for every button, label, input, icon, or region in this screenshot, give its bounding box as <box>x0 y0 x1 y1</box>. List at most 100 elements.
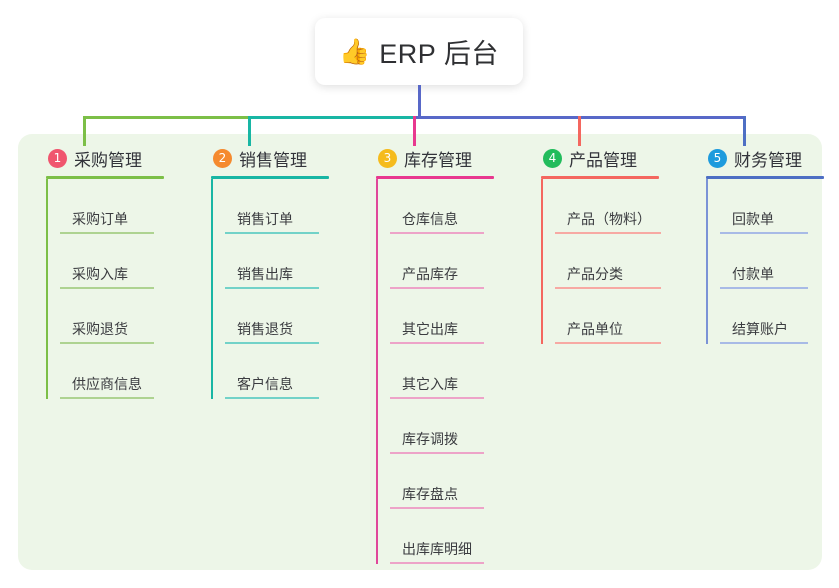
leaf-item-label: 库存调拨 <box>402 431 458 447</box>
root-node-label: ERP 后台 <box>379 39 499 69</box>
category-spine <box>46 179 48 399</box>
root-drop-line <box>418 85 421 119</box>
leaf-item-label: 出库库明细 <box>402 541 472 557</box>
category-number-badge: 5 <box>708 148 727 168</box>
category-column-4: 4 产品管理产品（物料） 产品分类产品单位 <box>541 146 661 344</box>
category-label: 采购管理 <box>74 150 142 170</box>
leaf-item[interactable]: 产品库存 <box>390 234 494 289</box>
category-items-5: 回款单付款单结算账户 <box>706 179 824 344</box>
leaf-item[interactable]: 出库库明细 <box>390 509 494 564</box>
leaf-item-label: 销售出库 <box>237 266 293 282</box>
leaf-item[interactable]: 供应商信息 <box>60 344 164 399</box>
leaf-item-underline <box>60 232 154 234</box>
category-column-1: 1 采购管理采购订单采购入库采购退货供应商信息 <box>46 146 164 399</box>
category-items-3: 仓库信息产品库存其它出库其它入库库存调拨库存盘点出库库明细 <box>376 179 494 564</box>
category-label: 销售管理 <box>239 150 307 170</box>
leaf-item-label: 采购入库 <box>72 266 128 282</box>
leaf-item[interactable]: 其它入库 <box>390 344 494 399</box>
category-drop-line-4 <box>578 116 581 146</box>
category-underline <box>541 176 659 179</box>
category-header-5[interactable]: 5 财务管理 <box>706 146 824 170</box>
leaf-item-underline <box>720 232 808 234</box>
leaf-item-label: 付款单 <box>732 266 774 282</box>
category-column-5: 5 财务管理回款单付款单结算账户 <box>706 146 824 344</box>
leaf-item[interactable]: 客户信息 <box>225 344 329 399</box>
leaf-item[interactable]: 其它出库 <box>390 289 494 344</box>
category-label: 财务管理 <box>734 150 802 170</box>
category-spine <box>541 179 543 344</box>
category-header-1[interactable]: 1 采购管理 <box>46 146 164 170</box>
leaf-item-underline <box>390 507 484 509</box>
category-underline <box>706 176 824 179</box>
leaf-item-underline <box>60 342 154 344</box>
bus-segment-1 <box>83 116 251 119</box>
leaf-item-label: 销售退货 <box>237 321 293 337</box>
category-number-badge: 4 <box>543 148 562 168</box>
category-spine <box>211 179 213 399</box>
leaf-item[interactable]: 产品（物料） <box>555 179 661 234</box>
category-drop-line-1 <box>83 116 86 146</box>
leaf-item-underline <box>720 287 808 289</box>
leaf-item-underline <box>60 397 154 399</box>
leaf-item-label: 产品库存 <box>402 266 458 282</box>
category-header-3[interactable]: 3 库存管理 <box>376 146 494 170</box>
diagram-background-panel <box>18 134 822 570</box>
leaf-item[interactable]: 采购订单 <box>60 179 164 234</box>
leaf-item[interactable]: 产品单位 <box>555 289 661 344</box>
leaf-item[interactable]: 库存盘点 <box>390 454 494 509</box>
leaf-item[interactable]: 产品分类 <box>555 234 661 289</box>
category-label: 库存管理 <box>404 150 472 170</box>
leaf-item[interactable]: 采购入库 <box>60 234 164 289</box>
leaf-item-underline <box>390 397 484 399</box>
leaf-item-label: 采购订单 <box>72 211 128 227</box>
leaf-item[interactable]: 销售订单 <box>225 179 329 234</box>
leaf-item-underline <box>225 342 319 344</box>
category-drop-line-2 <box>248 116 251 146</box>
leaf-item-underline <box>225 287 319 289</box>
leaf-item[interactable]: 库存调拨 <box>390 399 494 454</box>
leaf-item-label: 仓库信息 <box>402 211 458 227</box>
category-items-4: 产品（物料） 产品分类产品单位 <box>541 179 661 344</box>
leaf-item-underline <box>390 562 484 564</box>
leaf-item-underline <box>390 342 484 344</box>
leaf-item-underline <box>60 287 154 289</box>
leaf-item[interactable]: 采购退货 <box>60 289 164 344</box>
category-spine <box>706 179 708 344</box>
leaf-item-label: 采购退货 <box>72 321 128 337</box>
leaf-item-label: 产品单位 <box>567 321 623 337</box>
leaf-item-label: 回款单 <box>732 211 774 227</box>
leaf-item-label: 供应商信息 <box>72 376 142 392</box>
leaf-item[interactable]: 付款单 <box>720 234 824 289</box>
leaf-item-label: 客户信息 <box>237 376 293 392</box>
category-number-badge: 2 <box>213 148 232 168</box>
category-items-2: 销售订单销售出库销售退货客户信息 <box>211 179 329 399</box>
leaf-item[interactable]: 销售出库 <box>225 234 329 289</box>
category-number-badge: 1 <box>48 148 67 168</box>
leaf-item[interactable]: 回款单 <box>720 179 824 234</box>
leaf-item-label: 结算账户 <box>732 321 788 337</box>
category-drop-line-3 <box>413 116 416 146</box>
category-label: 产品管理 <box>569 150 637 170</box>
leaf-item[interactable]: 销售退货 <box>225 289 329 344</box>
leaf-item-label: 产品分类 <box>567 266 623 282</box>
leaf-item[interactable]: 仓库信息 <box>390 179 494 234</box>
category-spine <box>376 179 378 564</box>
leaf-item-underline <box>555 232 661 234</box>
category-underline <box>376 176 494 179</box>
leaf-item-label: 销售订单 <box>237 211 293 227</box>
leaf-item-underline <box>225 232 319 234</box>
category-items-1: 采购订单采购入库采购退货供应商信息 <box>46 179 164 399</box>
leaf-item-underline <box>390 287 484 289</box>
leaf-item[interactable]: 结算账户 <box>720 289 824 344</box>
leaf-item-label: 其它入库 <box>402 376 458 392</box>
category-column-2: 2 销售管理销售订单销售出库销售退货客户信息 <box>211 146 329 399</box>
category-number-badge: 3 <box>378 148 397 168</box>
category-column-3: 3 库存管理仓库信息产品库存其它出库其它入库库存调拨库存盘点出库库明细 <box>376 146 494 564</box>
leaf-item-underline <box>720 342 808 344</box>
category-header-2[interactable]: 2 销售管理 <box>211 146 329 170</box>
root-node[interactable]: 👍 ERP 后台 <box>315 18 523 85</box>
leaf-item-underline <box>555 342 661 344</box>
category-header-4[interactable]: 4 产品管理 <box>541 146 659 170</box>
thumbs-up-icon: 👍 <box>339 37 371 66</box>
